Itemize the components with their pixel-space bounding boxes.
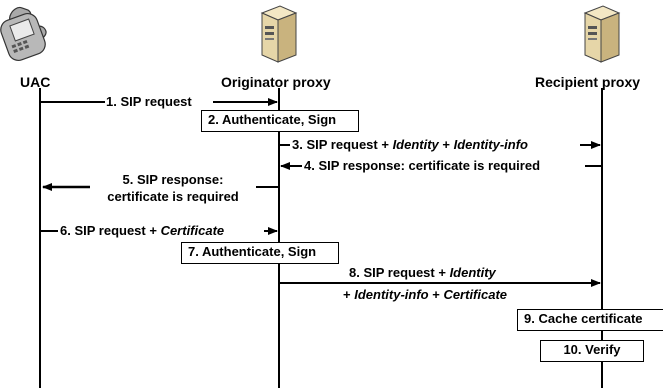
step8-certificate: Certificate (443, 287, 508, 302)
step8-identity: Identity (449, 265, 496, 280)
step1-label: 1. SIP request (106, 94, 192, 109)
entity-uac: UAC (20, 74, 51, 90)
phone-icon (0, 6, 47, 62)
step8-plus2: + (428, 287, 444, 302)
step5-label-line2: certificate is required (107, 189, 239, 204)
step3-text: 3. SIP request + (292, 137, 393, 152)
step9-box: 9. Cache certificate (517, 309, 663, 331)
step4-label: 4. SIP response: certificate is required (304, 158, 541, 173)
step5-label-line1: 5. SIP response: (122, 172, 224, 187)
entity-originator: Originator proxy (221, 74, 331, 90)
server-icon-originator (260, 5, 298, 63)
step8-plus1: + (343, 287, 355, 302)
step10-label: 10. Verify (563, 342, 621, 357)
step3-label: 3. SIP request + Identity + Identity-inf… (292, 137, 528, 152)
step9-label: 9. Cache certificate (524, 311, 643, 326)
server-icon-recipient (583, 5, 621, 63)
step8-text: 8. SIP request + (349, 265, 450, 280)
step3-identity-info: Identity-info (453, 137, 529, 152)
step7-label: 7. Authenticate, Sign (188, 244, 317, 259)
step3-plus: + (438, 137, 454, 152)
step8-identity-info: Identity-info (354, 287, 429, 302)
step8-label-line1: 8. SIP request + Identity (349, 265, 496, 280)
step2-label: 2. Authenticate, Sign (208, 112, 337, 127)
step6-certificate: Certificate (160, 223, 225, 238)
step6-label: 6. SIP request + Certificate (60, 223, 224, 238)
step7-box: 7. Authenticate, Sign (181, 242, 339, 264)
entity-recipient: Recipient proxy (535, 74, 641, 90)
step6-text: 6. SIP request + (60, 223, 161, 238)
step2-box: 2. Authenticate, Sign (201, 110, 359, 132)
step10-box: 10. Verify (540, 340, 644, 362)
step3-identity: Identity (392, 137, 439, 152)
step8-label-line2: + Identity-info + Certificate (343, 287, 507, 302)
